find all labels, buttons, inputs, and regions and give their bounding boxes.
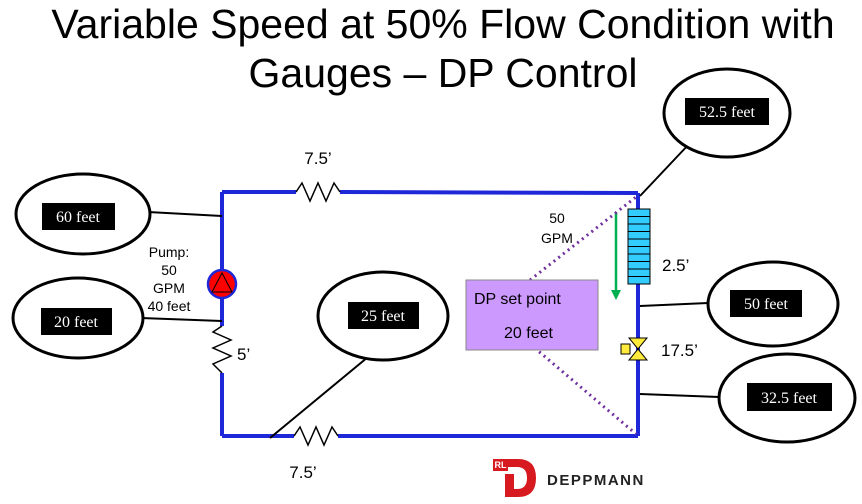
dp-setpoint-label: DP set point bbox=[474, 291, 561, 308]
gauge-20: 20 feet bbox=[11, 276, 145, 360]
coil-icon bbox=[627, 208, 651, 285]
gauge-25-value: 25 feet bbox=[361, 308, 406, 325]
pump-icon bbox=[206, 268, 238, 300]
gauge-32-5-value: 32.5 feet bbox=[761, 390, 818, 407]
resistor-top bbox=[295, 181, 341, 203]
gauge-60-value: 60 feet bbox=[56, 209, 101, 226]
gauge-50: 50 feet bbox=[706, 260, 840, 348]
logo-mark: RL bbox=[495, 460, 507, 470]
loss-bottom-label: 7.5’ bbox=[289, 463, 316, 482]
gauge-52-5: 52.5 feet bbox=[662, 67, 792, 159]
dp-sensing-lines bbox=[529, 195, 637, 436]
gauge-20-value: 20 feet bbox=[54, 314, 99, 331]
gauge-25: 25 feet bbox=[316, 270, 450, 362]
gauge-60: 60 feet bbox=[14, 172, 152, 256]
coil-flow-value: 50 bbox=[549, 210, 565, 226]
valve-icon bbox=[620, 337, 649, 361]
resistor-bottom bbox=[293, 425, 339, 447]
pump-head: 40 feet bbox=[148, 298, 191, 314]
gauge-leaders bbox=[140, 142, 720, 439]
flow-arrow-icon bbox=[611, 212, 621, 300]
loss-valve-label: 17.5’ bbox=[661, 341, 698, 360]
loss-coil-label: 2.5’ bbox=[662, 256, 689, 275]
title-line-1: Variable Speed at 50% Flow Condition wit… bbox=[51, 1, 834, 47]
coil-flow-unit: GPM bbox=[541, 230, 573, 246]
dp-setpoint-box bbox=[465, 279, 599, 351]
pump-unit: GPM bbox=[153, 280, 185, 296]
pump-label: Pump: bbox=[149, 244, 189, 260]
gauge-32-5: 32.5 feet bbox=[717, 352, 857, 444]
gauge-50-value: 50 feet bbox=[744, 296, 789, 313]
loss-top-label: 7.5’ bbox=[304, 149, 331, 168]
logo-name: DEPPMANN bbox=[547, 472, 645, 489]
gauge-52-5-value: 52.5 feet bbox=[699, 104, 756, 121]
dp-setpoint-value: 20 feet bbox=[504, 325, 553, 342]
loss-left-label: 5’ bbox=[237, 345, 250, 364]
title-line-2: Gauges – DP Control bbox=[249, 50, 638, 96]
resistor-left bbox=[211, 325, 233, 374]
deppmann-logo-icon: RL DEPPMANN bbox=[493, 459, 645, 497]
pump-flow: 50 bbox=[161, 262, 177, 278]
